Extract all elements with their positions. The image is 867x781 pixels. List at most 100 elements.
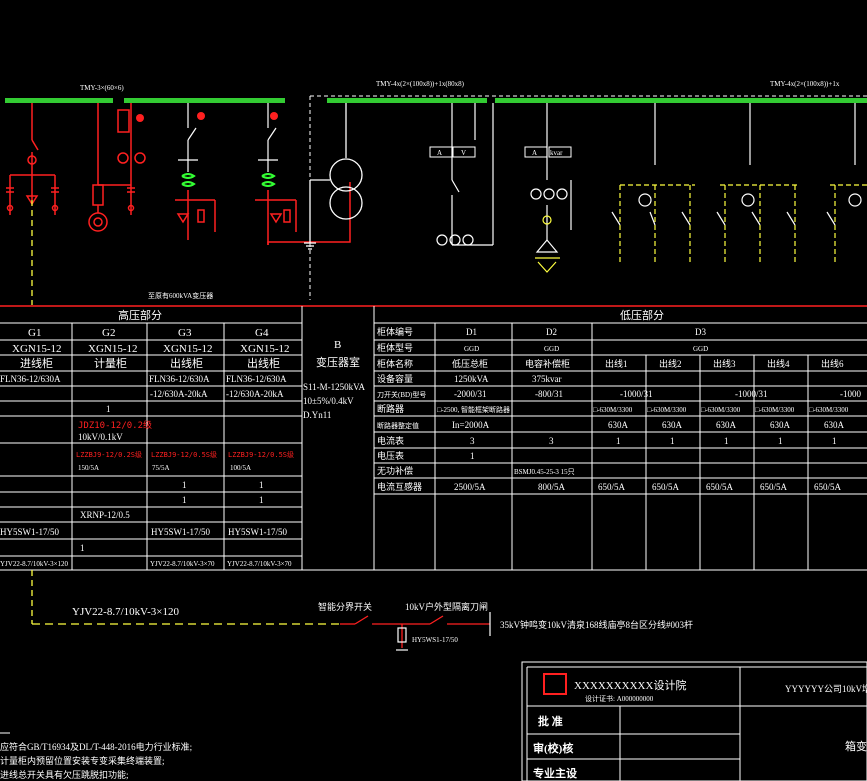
hv-cable-g4: YJV22-8.7/10kV-3×70 (227, 560, 292, 568)
g3-lower-circuit (175, 190, 216, 240)
d2-type: GGD (544, 345, 559, 353)
d3-name-1: 出线1 (605, 358, 628, 369)
hv-switch-g3: FLN36-12/630A (149, 374, 210, 384)
drawing-title: 箱变 (845, 739, 867, 753)
d1-capacity: 1250kVA (454, 374, 489, 384)
d1-knife: -2000/31 (454, 389, 487, 399)
d3-ammeter-1: 1 (616, 436, 621, 446)
table-grid (0, 305, 867, 571)
d2-id: D2 (546, 327, 557, 337)
hv-bus-label: TMY-3×(60×6) (80, 84, 124, 92)
lv-section-title: 低压部分 (620, 308, 664, 322)
hv-col-g2: G2 (102, 327, 115, 339)
hv-g2-pt: JDZ10-12/0.2级 (78, 419, 152, 431)
hv-name-g4: 出线柜 (247, 356, 280, 370)
arrester-symbol (396, 627, 408, 651)
d3-setting-4: 630A (770, 420, 791, 430)
d1-meter-label-3: V (461, 149, 466, 157)
lv-label-name: 柜体名称 (377, 358, 413, 369)
g3-indicator-lamp (197, 112, 205, 120)
d3-id: D3 (695, 327, 706, 337)
smart-switch-label: 智能分界开关 (318, 601, 372, 612)
transformer-caption: 至原有600kVA变压器 (148, 291, 213, 300)
lv-label-capacity: 设备容量 (377, 373, 413, 384)
d2-circuit (530, 103, 572, 253)
lv-label-breaker: 断路器 (377, 403, 404, 414)
hv-ct-g2: LZZBJ9-12/0.2S级 (76, 450, 142, 459)
institute-logo (543, 673, 567, 695)
hv-arrester-g3: HY5SW1-17/50 (151, 527, 210, 537)
institute-name: XXXXXXXXXX设计院 (574, 678, 686, 692)
isolator-label: 10kV户外型隔离刀闸 (405, 601, 488, 612)
note-3: 进线总开关具有欠压跳脱扣功能; (0, 769, 129, 780)
d3-name-5: 出线6 (821, 358, 844, 369)
lv-label-setting: 断路器整定值 (377, 421, 419, 430)
d3-ct-1: 650/5A (598, 482, 626, 492)
project-title: YYYYYY公司10kV增 (785, 683, 867, 694)
hv-ct-g4-ratio: 100/5A (230, 464, 251, 472)
d1-meter-label-1: A (437, 149, 442, 157)
d3-setting-1: 630A (608, 420, 629, 430)
hv-g4-one-a: 1 (259, 480, 264, 490)
transformer-id: B (334, 339, 341, 351)
g4-ct-coils (261, 173, 276, 187)
title-approve: 批 准 (538, 714, 563, 728)
hv-section-title: 高压部分 (118, 308, 162, 322)
institute-certificate: 设计证书: A000000000 (585, 694, 654, 703)
lv-busbar-1 (327, 98, 487, 103)
hv-panel-outline (309, 95, 867, 300)
hv-ct-g2-ratio: 150/5A (78, 464, 99, 472)
hv-busbar-2 (124, 98, 285, 103)
lv-label-ct: 电流互感器 (377, 481, 422, 492)
d3-breaker-4: □-630M/3300 (755, 406, 795, 414)
d3-ct-2: 650/5A (652, 482, 680, 492)
hv-ct-g4: LZZBJ9-12/0.5S级 (228, 450, 294, 459)
d3-ammeter-3: 1 (724, 436, 729, 446)
d3-knife-2: -1000/31 (735, 389, 768, 399)
hv-g1-one: 1 (80, 543, 85, 553)
d3-name-2: 出线2 (659, 358, 682, 369)
d2-meter-label-1: A (532, 149, 537, 157)
hv-arrester-g4: HY5SW1-17/50 (228, 527, 287, 537)
lv-label-knife: 刀开关(BD)型号 (377, 390, 426, 399)
title-review: 审(校)核 (533, 741, 573, 755)
transformer-group: D.Yn11 (303, 410, 331, 420)
d3-ammeter-2: 1 (670, 436, 675, 446)
d3-ammeter-4: 1 (778, 436, 783, 446)
hv-g4-one-b: 1 (259, 495, 264, 505)
d3-ct-4: 650/5A (760, 482, 788, 492)
hv-model-g1: XGN15-12 (12, 343, 62, 355)
lv-label-id: 柜体编号 (377, 326, 413, 337)
d1-id: D1 (466, 327, 477, 337)
note-1: 应符合GB/T16934及DL/T-448-2016电力行业标准; (0, 741, 192, 752)
d1-circuit (436, 103, 494, 246)
note-2: 计量柜内预留位置安装专变采集终端装置; (0, 755, 165, 766)
g4-circuit (258, 103, 278, 172)
arrester-label: HY5WS1-17/50 (412, 636, 458, 644)
hv-fuse-g4: -12/630A-20kA (226, 389, 284, 399)
d1-voltmeter: 1 (470, 451, 475, 461)
d2-capacitor-group (535, 215, 560, 273)
d3-type: GGD (693, 345, 708, 353)
d3-ammeter-5: 1 (832, 436, 837, 446)
lv-bus-label-1: TMY-4x(2×(100x8))+1x(80x8) (376, 80, 465, 88)
hv-col-g1: G1 (28, 327, 41, 339)
incoming-line (31, 570, 340, 625)
g2-circuit (88, 103, 146, 232)
d2-ct: 800/5A (538, 482, 566, 492)
lv-busbar-2 (495, 98, 867, 103)
hv-busbar-1 (5, 98, 113, 103)
transformer-name: 变压器室 (316, 355, 360, 369)
g3-ct-coils (181, 173, 196, 187)
d3-breaker-2: □-630M/3300 (647, 406, 687, 414)
hv-arrester-g1: HY5SW1-17/50 (0, 527, 59, 537)
d3-breaker-5: □-630M/3300 (809, 406, 849, 414)
d2-ammeter: 3 (549, 436, 554, 446)
d3-breaker-1: □-630M/3300 (593, 406, 633, 414)
hv-model-g2: XGN15-12 (88, 343, 138, 355)
transformer-ratio: 10±5%/0.4kV (303, 396, 354, 406)
hv-name-g1: 进线柜 (20, 356, 53, 370)
d3-ammeters (638, 193, 862, 207)
d2-name: 电容补偿柜 (525, 358, 570, 369)
